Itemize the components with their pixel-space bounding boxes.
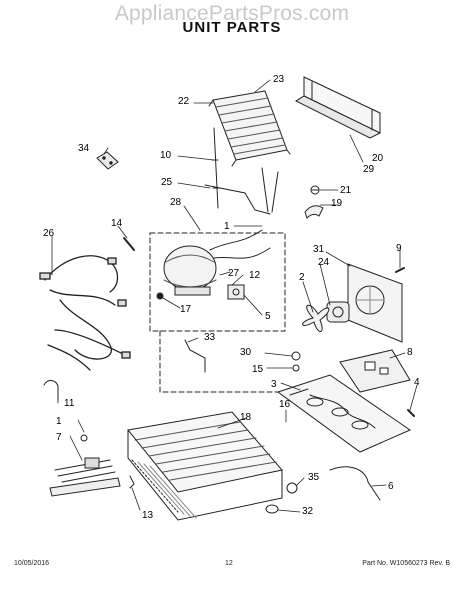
- callout-21: 21: [340, 185, 352, 196]
- base-plate-part: [276, 374, 412, 453]
- callout-13: 13: [142, 510, 154, 521]
- bracket-part: [96, 151, 119, 170]
- callout-1: 1: [56, 416, 62, 427]
- callout-28: 28: [170, 197, 182, 208]
- cap-part: [265, 504, 279, 514]
- callout-18: 18: [240, 412, 252, 423]
- callout-25: 25: [161, 177, 173, 188]
- callout-8: 8: [407, 347, 413, 358]
- footer-page-number: 12: [225, 560, 233, 567]
- screw-part: [395, 267, 405, 273]
- power-cord-part: [49, 457, 121, 497]
- callout-14: 14: [111, 218, 123, 229]
- wire-part: [43, 380, 59, 401]
- callout-6: 6: [388, 481, 394, 492]
- callout-10: 10: [160, 150, 172, 161]
- callout-7: 7: [56, 432, 62, 443]
- callout-32: 32: [302, 506, 314, 517]
- screw-part: [407, 409, 415, 417]
- callout-35: 35: [308, 472, 320, 483]
- callout-2: 2: [299, 272, 305, 283]
- wire-part: [329, 466, 381, 501]
- callout-33: 33: [204, 332, 216, 343]
- drain-pan-part: [294, 76, 382, 139]
- compressor-part: [156, 229, 271, 300]
- footer-date: 10/05/2016: [14, 560, 50, 567]
- footer-part-number: Part No. W10560273 Rev. B: [362, 560, 450, 567]
- callout-17: 17: [180, 304, 192, 315]
- condenser-tubes-part: [204, 127, 279, 215]
- callout-4: 4: [414, 377, 420, 388]
- fan-blade-part: [302, 304, 330, 332]
- evaporator-coil-part: [127, 411, 283, 521]
- callout-12: 12: [249, 270, 261, 281]
- callout-11: 11: [64, 398, 75, 409]
- tube-part: [184, 339, 206, 373]
- callout-29: 29: [363, 164, 375, 175]
- callout-labels: 1 1 2 3 4 5 6 7 8 9 10 11 12 13 14 15 16…: [43, 74, 420, 521]
- callout-26: 26: [43, 228, 55, 239]
- callout-22: 22: [178, 96, 190, 107]
- screw-clip-part: [304, 185, 324, 219]
- callout-20: 20: [372, 153, 384, 164]
- callout-1: 1: [224, 221, 230, 232]
- callout-27: 27: [228, 268, 240, 279]
- callout-31: 31: [313, 244, 325, 255]
- screw-part: [286, 482, 298, 494]
- control-bracket-part: [339, 349, 411, 393]
- condenser-part: [208, 90, 291, 167]
- callout-9: 9: [396, 243, 402, 254]
- fan-bracket-part: [347, 263, 403, 343]
- watermark: AppliancePartsPros.com: [114, 2, 350, 25]
- callout-24: 24: [318, 257, 330, 268]
- screw-part: [123, 237, 135, 251]
- wire-harness-part: [39, 255, 131, 371]
- callout-30: 30: [240, 347, 252, 358]
- callout-16: 16: [279, 399, 291, 410]
- compressor-group-outline: [149, 232, 286, 332]
- leader-lines: [51, 79, 418, 513]
- callout-19: 19: [331, 198, 343, 209]
- foot-part: [129, 475, 135, 489]
- page-title: UNIT PARTS: [182, 19, 282, 36]
- callout-23: 23: [273, 74, 285, 85]
- callout-34: 34: [78, 143, 90, 154]
- callout-15: 15: [252, 364, 264, 375]
- callout-5: 5: [265, 311, 271, 322]
- grommet-part: [291, 351, 301, 372]
- relay-part: [227, 284, 245, 300]
- callout-3: 3: [271, 379, 277, 390]
- screw-part: [80, 434, 88, 442]
